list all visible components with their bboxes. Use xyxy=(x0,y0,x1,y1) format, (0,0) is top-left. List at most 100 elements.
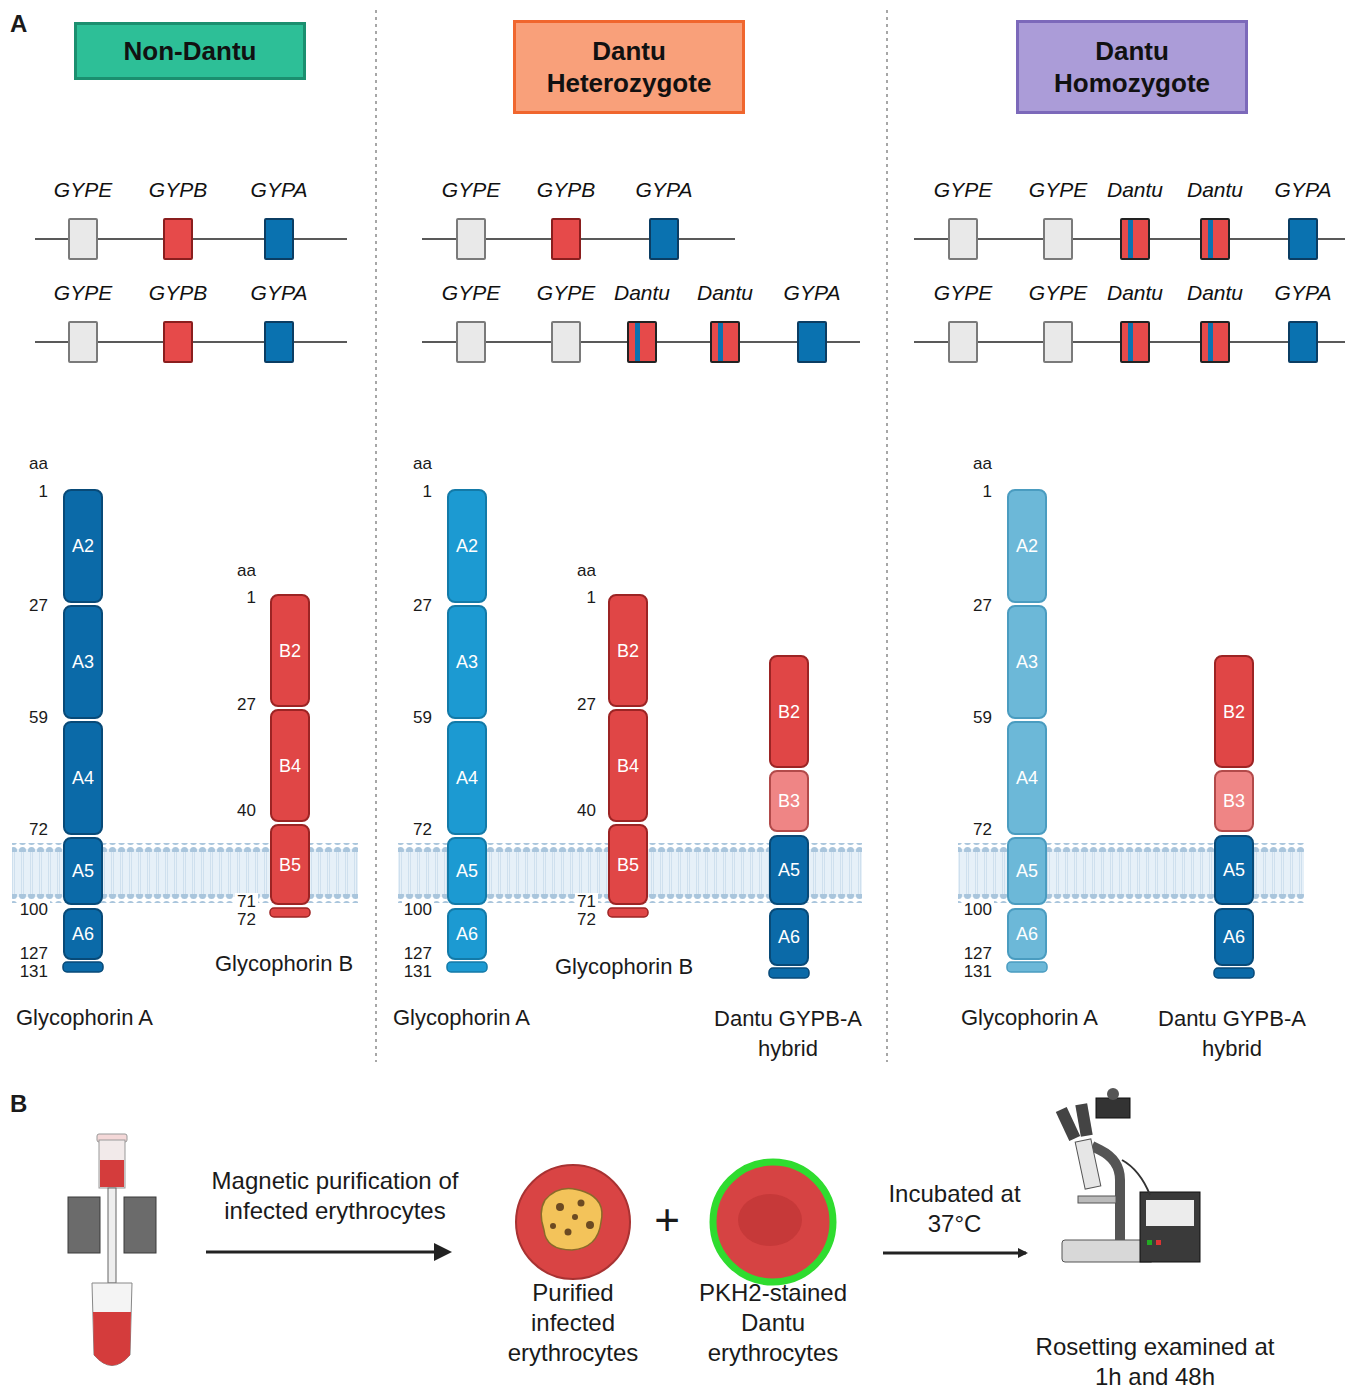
genotype-header: Dantu Homozygote xyxy=(1016,20,1248,114)
position-number: 71 xyxy=(235,893,258,910)
gene-square xyxy=(68,321,98,363)
domain-name: A5 xyxy=(1223,860,1245,880)
gene-name: GYPE xyxy=(431,281,511,305)
position-number: 40 xyxy=(235,802,258,819)
protein-domain: A4 xyxy=(63,721,103,835)
gene-box: GYPB xyxy=(138,281,218,365)
gene-square xyxy=(1120,321,1150,363)
gene-box: GYPB xyxy=(138,178,218,262)
gene-name: GYPE xyxy=(1018,178,1098,202)
gene-square xyxy=(627,321,657,363)
gene-square xyxy=(1043,218,1073,260)
gene-square xyxy=(68,218,98,260)
gene-name: GYPA xyxy=(1263,178,1343,202)
position-number: 127 xyxy=(402,945,434,962)
protein-domain: A6 xyxy=(1214,908,1254,966)
protein-domain: A3 xyxy=(447,605,487,719)
position-number: aa xyxy=(235,562,258,579)
domain-name: B5 xyxy=(617,855,639,875)
protein-domain: B5 xyxy=(608,824,648,905)
gene-square xyxy=(163,218,193,260)
position-number: aa xyxy=(971,455,994,472)
gene-name: GYPB xyxy=(138,178,218,202)
position-number: 100 xyxy=(962,901,994,918)
protein-domain: A6 xyxy=(1007,908,1047,960)
protein-domain: A6 xyxy=(63,908,103,960)
gene-name: Dantu xyxy=(1095,178,1175,202)
header-text: Dantu Heterozygote xyxy=(524,35,734,99)
protein-domain: A4 xyxy=(447,721,487,835)
annotation-label: Magnetic purification of infected erythr… xyxy=(190,1166,480,1226)
position-number: 72 xyxy=(575,911,598,928)
protein-domain: A6 xyxy=(447,908,487,960)
domain-name: A5 xyxy=(72,861,94,881)
step-text: Purified infected erythrocytes xyxy=(503,1278,643,1368)
gene-name: GYPE xyxy=(43,281,123,305)
gene-box: Dantu xyxy=(602,281,682,365)
position-number: 27 xyxy=(575,696,598,713)
domain-name: A3 xyxy=(72,652,94,672)
gene-name: GYPA xyxy=(1263,281,1343,305)
protein-domain: B2 xyxy=(270,594,310,707)
panel-letter: A xyxy=(10,10,27,38)
position-number: 131 xyxy=(962,963,994,980)
domain-name: A6 xyxy=(72,924,94,944)
protein-domain: A5 xyxy=(1214,835,1254,905)
position-number: 72 xyxy=(971,821,994,838)
protein-domain: B2 xyxy=(769,655,809,768)
microscope xyxy=(1056,1088,1200,1262)
edge-label: Incubated at 37°C xyxy=(885,1179,1025,1239)
process-arrow xyxy=(883,1252,1026,1255)
genotype-header: Dantu Heterozygote xyxy=(513,20,745,114)
protein-domain: A5 xyxy=(63,837,103,905)
protein-domain: B4 xyxy=(608,709,648,822)
protein-domain: B5 xyxy=(270,824,310,905)
position-number: 1 xyxy=(981,483,994,500)
gene-square xyxy=(264,218,294,260)
gene-square xyxy=(1200,321,1230,363)
gene-box: GYPE xyxy=(43,178,123,262)
gene-name: GYPA xyxy=(772,281,852,305)
gene-name: GYPA xyxy=(239,178,319,202)
protein-domain: A3 xyxy=(1007,605,1047,719)
position-number: 27 xyxy=(971,597,994,614)
protein-domain: B3 xyxy=(1214,770,1254,832)
position-number: aa xyxy=(27,455,50,472)
gene-square xyxy=(163,321,193,363)
domain-name: B2 xyxy=(279,641,301,661)
infected-erythrocyte xyxy=(516,1165,630,1279)
protein-domain: B2 xyxy=(1214,655,1254,768)
workflow-step: PKH2-stained Dantu erythrocytes xyxy=(693,1160,853,1368)
domain-name: A5 xyxy=(1016,861,1038,881)
gene-box: Dantu xyxy=(685,281,765,365)
gene-box: GYPE xyxy=(43,281,123,365)
gene-name: Dantu xyxy=(1095,281,1175,305)
domain-name: B4 xyxy=(617,756,639,776)
gene-box: GYPA xyxy=(239,281,319,365)
gene-square xyxy=(551,321,581,363)
position-number: 131 xyxy=(402,963,434,980)
gene-name: GYPB xyxy=(138,281,218,305)
protein-domain: B3 xyxy=(769,770,809,832)
protein-domain: A2 xyxy=(1007,489,1047,603)
magnetic-column xyxy=(68,1134,156,1366)
workflow-step: Purified infected erythrocytes xyxy=(503,1160,643,1368)
position-number: 40 xyxy=(575,802,598,819)
gene-square xyxy=(456,321,486,363)
gene-name: Dantu xyxy=(685,281,765,305)
annotation-label: Dantu GYPB-A hybrid xyxy=(703,1004,873,1064)
position-number: 1 xyxy=(421,483,434,500)
dantu-erythrocyte xyxy=(713,1162,833,1282)
gene-square xyxy=(948,218,978,260)
gene-name: GYPE xyxy=(43,178,123,202)
gene-name: Dantu xyxy=(1175,178,1255,202)
gene-name: GYPE xyxy=(526,281,606,305)
gene-box: GYPE xyxy=(1018,281,1098,365)
position-number: 27 xyxy=(27,597,50,614)
position-number: 127 xyxy=(962,945,994,962)
position-number: 100 xyxy=(402,901,434,918)
protein-domain: B4 xyxy=(270,709,310,822)
protein-domain: A4 xyxy=(1007,721,1047,835)
position-number: 100 xyxy=(18,901,50,918)
gene-name: GYPB xyxy=(526,178,606,202)
